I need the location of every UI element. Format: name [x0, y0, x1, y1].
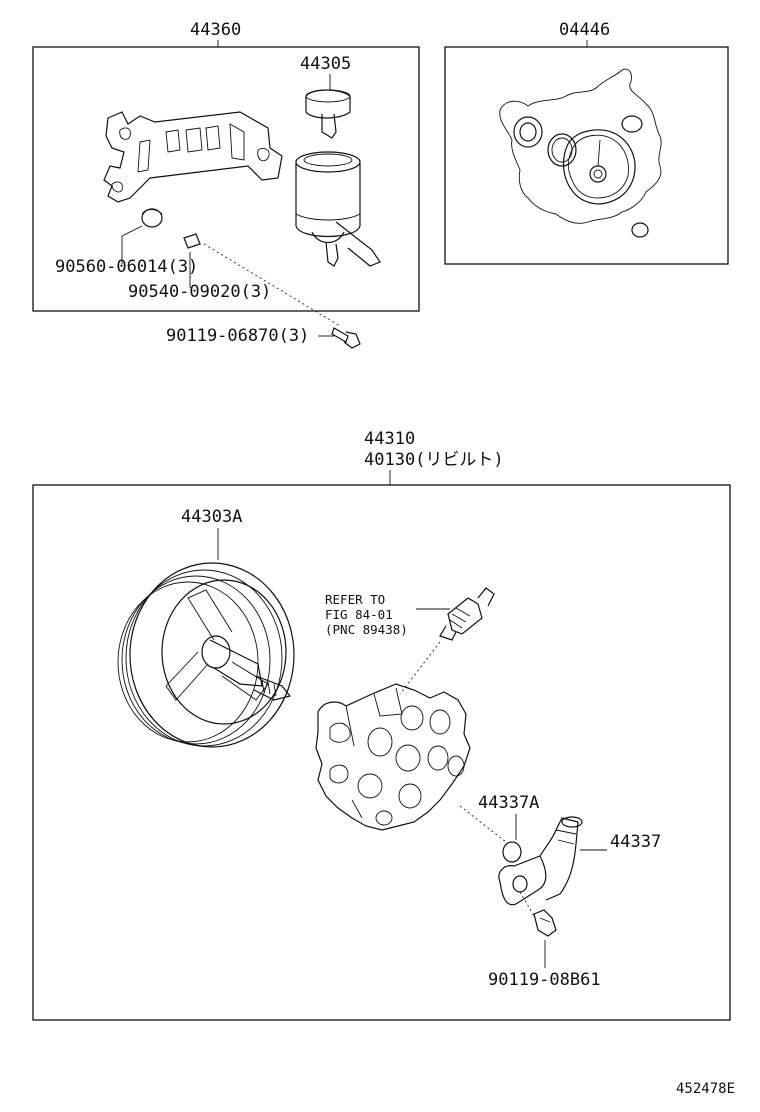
- reservoir-group-part-no: 44360: [190, 20, 241, 40]
- union-drawing: [498, 816, 583, 906]
- pressure-switch-drawing: [439, 587, 495, 641]
- gasket-kit-part-no: 04446: [559, 20, 610, 40]
- bracket-bolt: 90119-06870(3): [166, 243, 361, 349]
- figure-id: 452478E: [676, 1081, 735, 1097]
- pump-rebuilt-part-no: 40130(リビルト): [364, 450, 504, 470]
- pump-assembly-group: 44310 40130(リビルト) 44303A: [32, 429, 731, 1021]
- refer-note-line3: (PNC 89438): [325, 622, 408, 637]
- o-ring-label: 44337A: [478, 793, 539, 813]
- cushion-label: 90560-06014(3): [55, 257, 198, 277]
- bracket-bolt-label: 90119-06870(3): [166, 326, 309, 346]
- reservoir-group: 44360: [32, 20, 420, 312]
- gasket-kit-drawing: [499, 68, 662, 238]
- collar-drawing: [183, 233, 201, 249]
- gasket-kit-frame: [444, 46, 729, 265]
- reservoir-group-frame: [32, 46, 420, 312]
- reservoir-label: 44305: [300, 54, 351, 74]
- pulley-label: 44303A: [181, 507, 242, 527]
- pump-assembly-frame: [32, 484, 731, 1021]
- union-label: 44337: [610, 832, 661, 852]
- union-bolt-label: 90119-08B61: [488, 970, 601, 990]
- o-ring-drawing: [502, 841, 522, 863]
- gasket-kit-group: 04446: [444, 20, 729, 265]
- collar-label: 90540-09020(3): [128, 282, 271, 302]
- reservoir-drawing: [295, 89, 381, 267]
- refer-note-line1: REFER TO: [325, 592, 385, 607]
- refer-note-line2: FIG 84-01: [325, 607, 393, 622]
- bracket-drawing: [103, 111, 283, 203]
- pump-assembly-part-no: 44310: [364, 429, 415, 449]
- cushion-drawing: [141, 208, 163, 228]
- pump-body-drawing: [315, 683, 471, 831]
- pulley-drawing: [117, 562, 295, 748]
- union-bolt-drawing: [519, 891, 557, 937]
